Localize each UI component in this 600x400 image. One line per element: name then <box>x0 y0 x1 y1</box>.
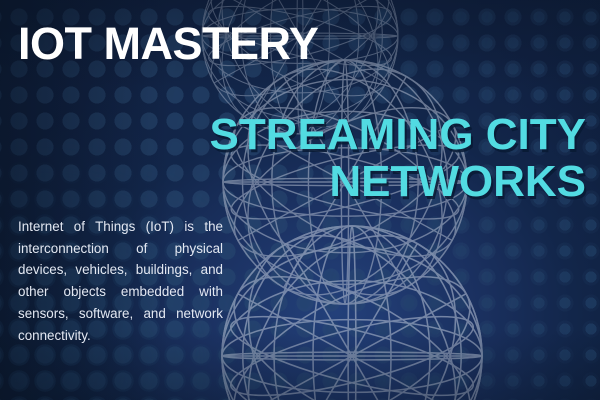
body-paragraph: Internet of Things (IoT) is the intercon… <box>18 219 223 343</box>
page-title: IOT MASTERY <box>18 18 319 69</box>
headline-line-2: NETWORKS <box>329 156 586 206</box>
headline-line-1: STREAMING CITY <box>209 110 586 159</box>
headline: STREAMING CITY NETWORKS <box>26 110 586 206</box>
